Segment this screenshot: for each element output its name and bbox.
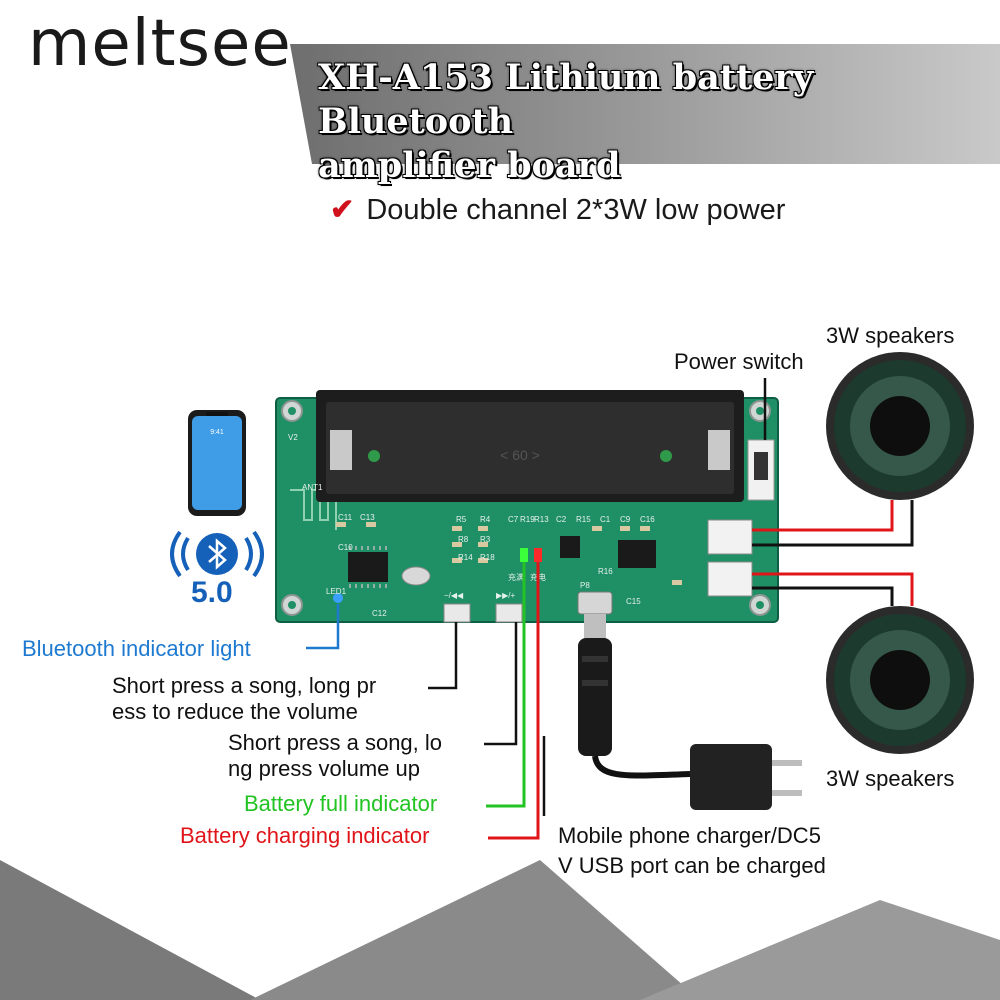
brand-logo: meltsee: [28, 7, 292, 81]
board-text-c16: C16: [640, 515, 655, 524]
charger-icon: [690, 744, 802, 810]
speaker-connector-2: [707, 561, 753, 597]
board-text-r4: R4: [480, 515, 491, 524]
speaker-connector-1: [707, 519, 753, 555]
board-text-r13: R13: [534, 515, 549, 524]
prev-leader: [428, 622, 458, 690]
label-charger-line-1: Mobile phone charger/DC5: [558, 823, 821, 848]
board-text-r8: R8: [458, 535, 469, 544]
usb-cable: [578, 614, 691, 779]
board-text-c10: C10: [338, 543, 353, 552]
next-button: [495, 603, 523, 623]
label-next-line-1: Short press a song, lo: [228, 730, 443, 755]
board-text-prev: −/◀◀: [444, 591, 464, 600]
bg-triangle-left: [0, 860, 260, 1000]
board-text-r19: R19: [520, 515, 535, 524]
amplifier-board: < 60 >: [275, 390, 779, 623]
board-text-c2: C2: [556, 515, 567, 524]
charge-chip: [560, 536, 580, 558]
full-led: [520, 548, 528, 562]
feature-text: Double channel 2*3W low power: [366, 194, 786, 226]
label-speakers-top: 3W speakers: [826, 323, 955, 348]
svg-text:< 60 >: < 60 >: [500, 447, 540, 463]
usb-port: [577, 591, 613, 615]
board-text-c15: C15: [626, 597, 641, 606]
next-leader: [484, 622, 518, 746]
board-text-led: LED1: [326, 587, 347, 596]
board-text-r14: R14: [458, 553, 473, 562]
bg-triangle-mid: [250, 860, 700, 1000]
label-prev-line-2: ess to reduce the volume: [112, 699, 358, 724]
board-text-c12: C12: [372, 609, 387, 618]
phone-icon: 9:41: [188, 410, 246, 516]
bg-triangle-right: [640, 900, 1000, 1000]
full-leader: [486, 562, 526, 808]
prev-button: [443, 603, 471, 623]
charging-led: [534, 548, 542, 562]
board-text-c1: C1: [600, 515, 611, 524]
bluetooth-icon: [170, 530, 264, 578]
power-switch: [747, 439, 775, 501]
title-line-1: XH-A153 Lithium battery Bluetooth: [318, 57, 814, 142]
board-text-r16: R16: [598, 567, 613, 576]
speaker-bottom: [826, 606, 974, 754]
board-text-r5: R5: [456, 515, 467, 524]
board-text-p8: P8: [580, 581, 590, 590]
bt-led: [333, 593, 343, 603]
check-icon: ✔: [330, 194, 355, 226]
phone-time: 9:41: [210, 429, 224, 436]
label-prev-button: Short press a song, long pr ess to reduc…: [112, 673, 376, 725]
label-next-line-2: ng press volume up: [228, 756, 420, 781]
charging-leader: [488, 562, 540, 840]
board-text-next: ▶▶/+: [496, 591, 516, 600]
bt-chip: [348, 552, 388, 582]
board-text-c13: C13: [360, 513, 375, 522]
feature-line: ✔ Double channel 2*3W low power: [330, 192, 785, 227]
board-text-c11: C11: [338, 513, 353, 522]
label-next-button: Short press a song, lo ng press volume u…: [228, 730, 442, 782]
board-text-r15: R15: [576, 515, 591, 524]
label-battery-full: Battery full indicator: [244, 791, 438, 816]
speaker-wires: [752, 500, 914, 606]
product-title: XH-A153 Lithium battery Bluetooth amplif…: [318, 56, 998, 188]
bluetooth-version: 5.0: [191, 576, 233, 609]
board-text-r3: R3: [480, 535, 491, 544]
title-line-2: amplifier board: [318, 145, 621, 186]
title-banner: [290, 44, 1000, 164]
speaker-top: [826, 352, 974, 500]
label-charger: Mobile phone charger/DC5 V USB port can …: [558, 821, 826, 881]
board-text-c9: C9: [620, 515, 631, 524]
label-prev-line-1: Short press a song, long pr: [112, 673, 377, 698]
battery-holder: < 60 >: [316, 390, 744, 502]
board-text-v2: V2: [288, 433, 298, 442]
label-power-switch: Power switch: [674, 349, 804, 374]
amp-chip: [618, 540, 656, 568]
label-charger-line-2: V USB port can be charged: [558, 853, 826, 878]
crystal: [401, 566, 431, 586]
label-speakers-bottom: 3W speakers: [826, 766, 955, 791]
board-text-charge: 充满: [508, 572, 524, 582]
board-text-c7: C7: [508, 515, 519, 524]
board-text-r18: R18: [480, 553, 495, 562]
label-battery-charging: Battery charging indicator: [180, 823, 430, 848]
label-bt-indicator: Bluetooth indicator light: [22, 636, 251, 661]
board-text-ant: ANT1: [302, 483, 323, 492]
bt-leader: [306, 604, 340, 650]
